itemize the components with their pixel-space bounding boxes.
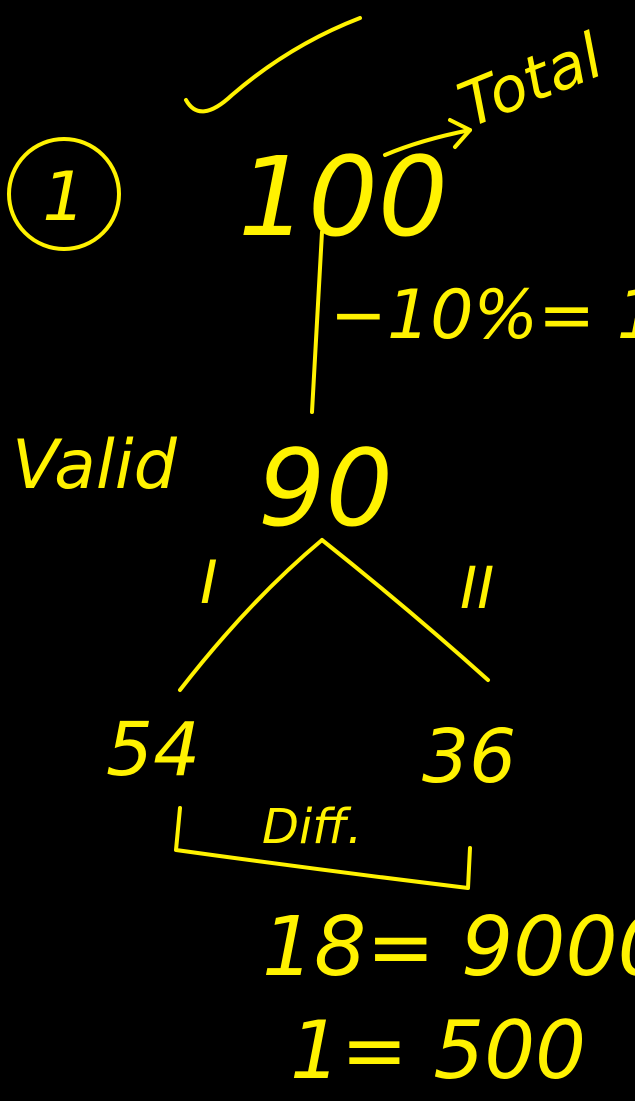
check-mark-icon (184, 16, 362, 114)
valid-label: Valid (12, 426, 178, 505)
connector-line (310, 230, 324, 414)
candidate-one-label: I (200, 548, 218, 618)
candidate-two-value: 36 (422, 714, 516, 800)
total-arrow-line (383, 128, 472, 157)
question-number: 1 (42, 158, 85, 237)
equation-line-one: 18= 9000 (262, 900, 635, 995)
difference-bracket (174, 806, 472, 890)
equation-line-two: 1= 500 (290, 1004, 586, 1097)
difference-label: Diff. (262, 799, 362, 855)
candidate-one-value: 54 (106, 707, 200, 793)
valid-value: 90 (258, 427, 393, 550)
branch-line-left (178, 538, 324, 692)
candidate-two-label: II (460, 554, 494, 622)
total-value: 100 (238, 133, 448, 261)
branch-line-right (320, 538, 490, 682)
question-number-circle (7, 137, 121, 251)
invalid-expression: −10%= 10 (330, 276, 635, 355)
arrow-right-icon (448, 118, 472, 149)
